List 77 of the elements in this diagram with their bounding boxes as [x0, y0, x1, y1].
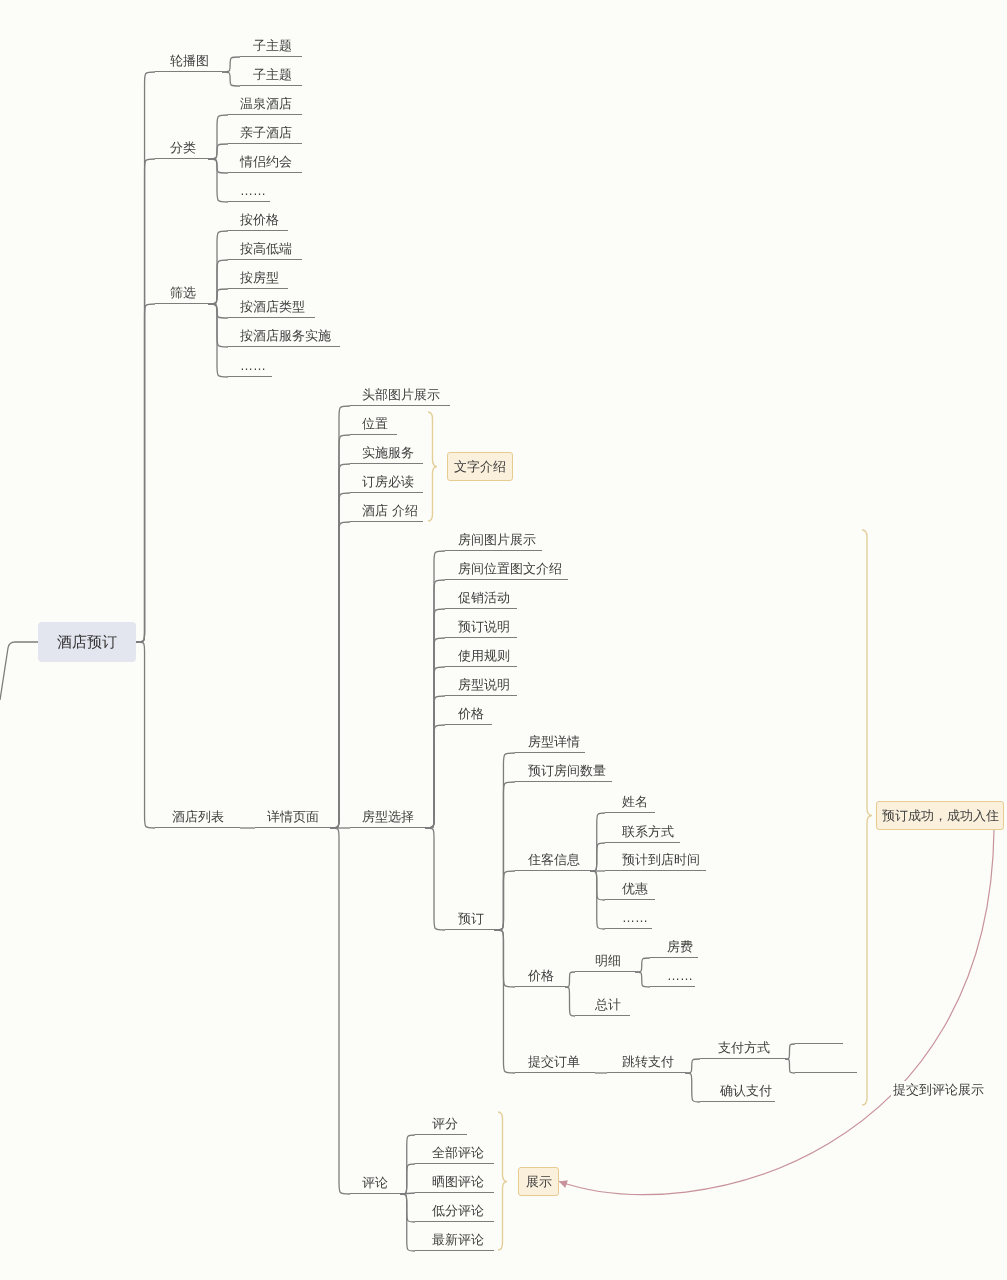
branch-topic: 情侣约会 [228, 151, 302, 173]
branch-topic: 评分 [415, 1113, 467, 1135]
branch-topic: 子主题 [240, 64, 302, 86]
branch-topic: 按价格 [228, 209, 288, 231]
branch-topic: 总计 [575, 994, 630, 1016]
branch-topic: 价格 [515, 965, 565, 987]
branch-topic: 全部评论 [415, 1142, 494, 1164]
branch-topic: 预订说明 [445, 616, 517, 638]
branch-connector [634, 971, 651, 988]
branch-topic: 位置 [350, 413, 397, 435]
branch-topic: …… [650, 965, 695, 987]
branch-topic: 姓名 [605, 791, 655, 813]
branch-connector [424, 827, 446, 931]
summary-box: 预订成功，成功入住 [876, 801, 1004, 830]
branch-connector [221, 71, 241, 87]
branch-topic: 按酒店服务实施 [228, 325, 340, 347]
summary-box: 文字介绍 [447, 452, 513, 481]
branch-topic: 预订 [445, 908, 494, 930]
branch-topic: 支付方式 [700, 1037, 785, 1059]
branch-topic: 房间图片展示 [445, 529, 542, 551]
branch-topic: 详情页面 [255, 806, 330, 828]
branch-topic: 房间位置图文介绍 [445, 558, 568, 580]
branch-topic: …… [228, 180, 270, 202]
branch-topic: 提交订单 [515, 1051, 595, 1073]
branch-connector [589, 870, 606, 930]
branch-topic: 跳转支付 [607, 1051, 685, 1073]
central-topic-box: 酒店预订 [38, 622, 136, 662]
branch-topic: 酒店 介绍 [350, 500, 423, 522]
branch-topic: 头部图片展示 [350, 384, 450, 406]
summary-box: 展示 [518, 1167, 559, 1196]
branch-connector [329, 827, 351, 1195]
branch-topic: 房费 [650, 936, 698, 958]
branch-line [795, 1041, 843, 1044]
branch-topic: 订房必读 [350, 471, 423, 493]
branch-topic: 亲子酒店 [228, 122, 302, 144]
branch-topic: 子主题 [240, 35, 302, 57]
branch-topic: 确认支付 [700, 1080, 775, 1102]
edge-label: 提交到评论展示 [891, 1081, 986, 1099]
branch-topic: 预计到店时间 [605, 849, 706, 871]
branch-topic: …… [605, 907, 652, 929]
branch-topic: 使用规则 [445, 645, 517, 667]
branch-topic: 促销活动 [445, 587, 517, 609]
branch-topic: 筛选 [155, 282, 208, 304]
branch-connector [207, 158, 229, 203]
branch-topic: 最新评论 [415, 1229, 494, 1251]
branch-connector [784, 1058, 796, 1074]
branch-topic: 按房型 [228, 267, 288, 289]
branch-connector [594, 1072, 608, 1074]
branch-connector [399, 1193, 416, 1252]
branch-topic: 晒图评论 [415, 1171, 494, 1193]
branch-topic: 预订房间数量 [515, 760, 612, 782]
branch-topic: 住客信息 [515, 849, 590, 871]
branch-topic: 低分评论 [415, 1200, 494, 1222]
branch-topic: 价格 [445, 703, 492, 725]
branch-topic: 按酒店类型 [228, 296, 315, 318]
branch-connector [564, 971, 576, 988]
branch-topic: 明细 [575, 950, 635, 972]
branch-topic: 房型选择 [350, 806, 425, 828]
branch-topic: …… [228, 355, 272, 377]
branch-connector [564, 986, 576, 1017]
arrow [558, 829, 995, 1196]
branch-topic: 联系方式 [605, 821, 680, 843]
branch-topic: 分类 [155, 137, 208, 159]
branch-connector [207, 303, 229, 378]
branch-topic: 房型说明 [445, 674, 517, 696]
branch-topic: 酒店列表 [155, 806, 240, 828]
branch-topic: 优惠 [605, 878, 655, 900]
branch-connector [784, 1043, 796, 1060]
branch-topic: 轮播图 [155, 50, 222, 72]
branch-topic: 按高低端 [228, 238, 302, 260]
branch-topic: 房型详情 [515, 731, 585, 753]
branch-topic: 评论 [350, 1172, 400, 1194]
branch-topic: 温泉酒店 [228, 93, 302, 115]
branch-topic: 实施服务 [350, 442, 423, 464]
branch-connector [0, 641, 39, 701]
branch-line [795, 1070, 857, 1073]
branch-connector [239, 827, 256, 829]
